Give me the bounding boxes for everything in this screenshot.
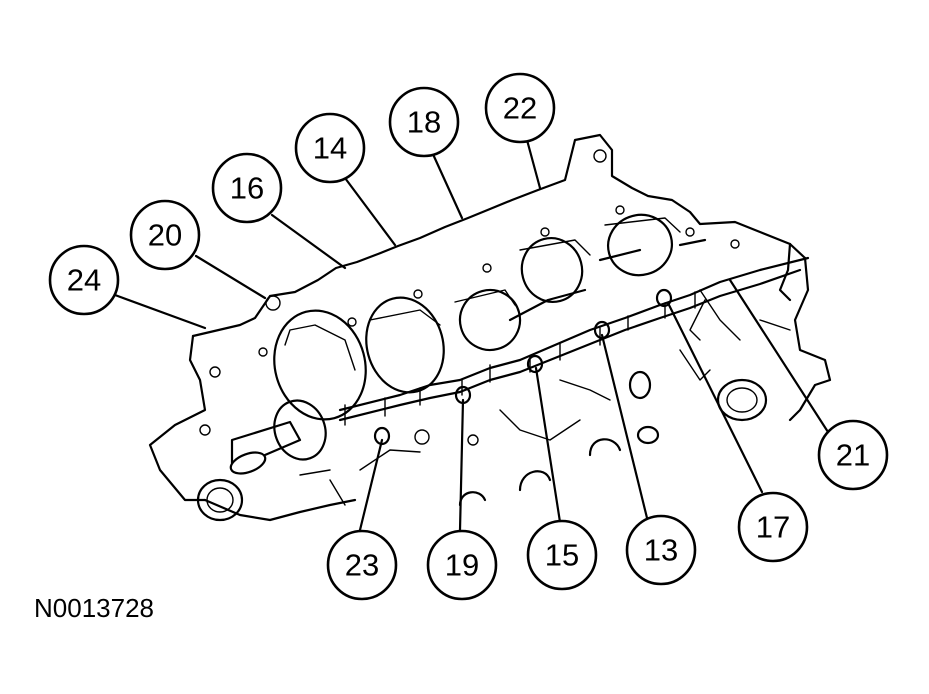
bearing-rail [338,256,810,412]
callout-19: 19 [426,529,498,601]
callout-15: 15 [526,519,598,591]
leader-16 [270,213,347,270]
callout-label: 21 [836,438,870,473]
front-bearing [273,309,367,421]
leader-lines [113,138,830,532]
leader-21 [728,278,830,434]
leader-23 [358,438,384,532]
journal-5 [607,213,673,277]
callout-label: 17 [756,510,790,545]
callout-label: 13 [644,533,678,568]
crank-snout-end [229,451,267,475]
journal-2 [365,296,445,394]
callout-13: 13 [625,514,697,586]
leader-20 [194,254,267,300]
callout-24: 24 [48,244,120,316]
leader-15 [534,366,562,524]
callout-16: 16 [211,152,283,224]
callout-label: 16 [230,171,264,206]
callout-label: 23 [345,548,379,583]
callout-label: 15 [545,538,579,573]
block-skirt [148,334,207,502]
callout-23: 23 [326,529,398,601]
callout-22: 22 [484,72,556,144]
leader-13 [600,333,650,524]
rear-flange [788,256,832,422]
callout-label: 22 [503,91,537,126]
leader-24 [113,293,207,330]
callout-label: 24 [67,263,101,298]
journal-3 [458,288,522,352]
callout-label: 19 [445,548,479,583]
callout-21: 21 [817,419,889,491]
callout-17: 17 [737,491,809,563]
front-seal [196,478,244,522]
leader-17 [666,301,764,494]
callout-label: 20 [148,218,182,253]
rear-seal [716,378,768,422]
journal-4 [520,237,584,303]
leader-18 [430,150,464,220]
callout-label: 18 [407,105,441,140]
leader-22 [525,138,542,190]
leader-14 [343,176,397,247]
engine-block-drawing [148,133,832,522]
leader-19 [458,398,465,532]
callout-18: 18 [388,86,460,158]
callout-20: 20 [129,199,201,271]
callout-14: 14 [294,112,366,184]
block-top-deck [191,133,807,338]
figure-id: N0013728 [34,593,154,623]
callout-label: 14 [313,131,347,166]
